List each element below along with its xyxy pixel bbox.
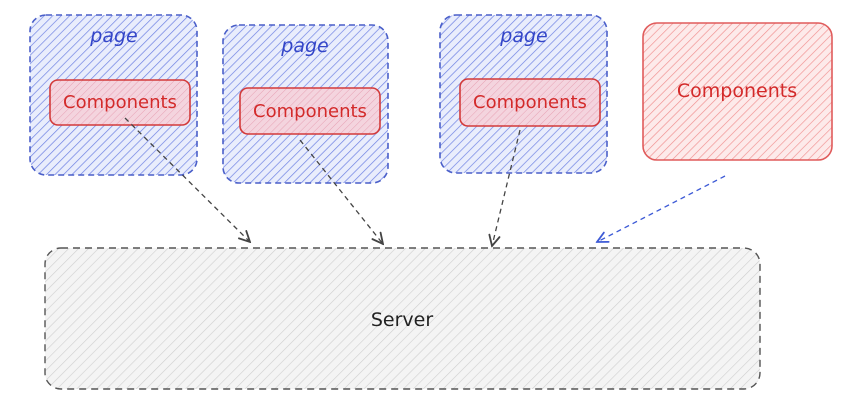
page-label-3: page [499,25,547,47]
component-label-2: Components [253,101,367,122]
page-box-2: page Components [222,24,389,184]
page-label-1: page [89,25,137,47]
arrow-page3-to-server [492,129,521,246]
component-box-3: Components [459,78,601,127]
page-label-2: page [280,35,328,57]
server-box: Server [44,247,761,390]
arrow-component-to-server [597,175,726,242]
component-box-2: Components [239,87,381,135]
standalone-component-label: Components [677,80,797,102]
component-label-3: Components [473,92,587,113]
standalone-component-box: Components [642,22,833,161]
server-label: Server [371,309,433,331]
arrow-page1-to-server [124,117,250,242]
component-label-1: Components [63,92,177,113]
arrow-page2-to-server [299,139,383,244]
component-box-1: Components [49,79,191,126]
page-box-3: page Components [439,14,608,174]
page-box-1: page Components [29,14,198,176]
